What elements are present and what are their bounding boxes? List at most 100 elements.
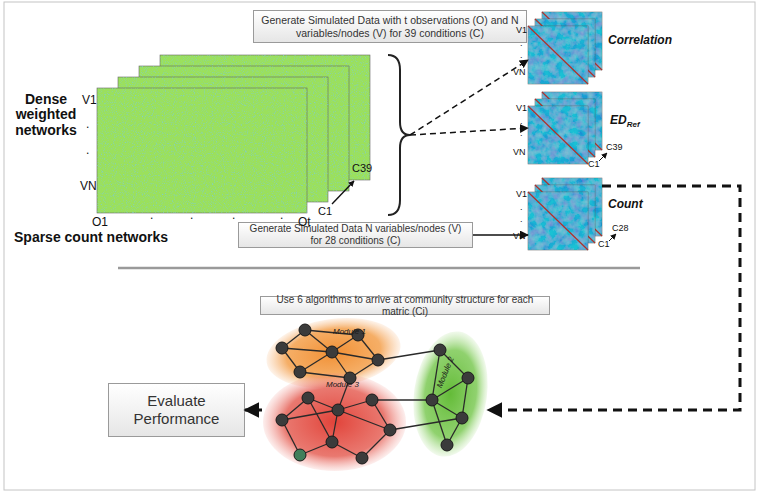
matrix-heading: Dense weighted networks (7, 92, 85, 138)
ellipsis-dot: . (190, 209, 193, 221)
condition-arrow (599, 153, 607, 161)
axis-label: V1 (516, 26, 527, 35)
graph-link (308, 398, 332, 442)
matrix-label: Dense weighted networks (15, 91, 76, 138)
matrix-label: Ref (627, 120, 640, 129)
graph-vertex (326, 346, 338, 358)
graph-link (350, 360, 378, 378)
graph-link (300, 442, 332, 455)
graph-link (390, 418, 462, 430)
graph-link (300, 372, 350, 378)
ellipsis-dot: . (520, 203, 523, 212)
graph-vertex (462, 372, 474, 384)
graph-link (338, 378, 350, 410)
graph-link (282, 398, 308, 420)
graph-vertex (434, 344, 446, 356)
matrix-label: ED (610, 113, 627, 127)
graph-link (432, 400, 462, 418)
graph-vertex (302, 392, 314, 404)
condition-arrow (332, 181, 354, 204)
ellipsis-dot: . (520, 129, 523, 138)
matrix-heading: Count (608, 198, 643, 211)
module-ellipse (263, 373, 406, 471)
process-box: Evaluate Performance (108, 383, 245, 437)
matrix-stack: Dense weighted networks (95, 55, 410, 215)
process-box: Generate Simulated Data N variables/node… (238, 222, 473, 248)
graph-vertex (366, 394, 378, 406)
ellipsis-dot: . (86, 144, 89, 156)
graph-link (372, 399, 432, 400)
axis-label: V1 (82, 94, 97, 106)
graph-vertex (426, 394, 438, 406)
matrix-diagonal (528, 192, 588, 250)
matrix-label: Correlation (608, 33, 672, 47)
graph-link (440, 350, 468, 378)
graph-link (305, 330, 358, 335)
box-text: Generate Simulated Data N variables/node… (243, 223, 468, 247)
graph-link (282, 410, 338, 420)
graph-link (332, 410, 338, 442)
graph-vertex (356, 452, 368, 464)
module-region: Module 2 (413, 330, 488, 458)
module-label-box: Module 3 (326, 380, 359, 389)
ellipsis-dot: . (520, 117, 523, 126)
module-region: Module 3 (262, 372, 407, 472)
graph-link (332, 352, 350, 378)
module-ellipse (262, 310, 405, 396)
axis-label: VN (513, 148, 526, 157)
heatmap-noise (528, 106, 588, 164)
graph-link (332, 442, 362, 458)
graph-vertex (372, 354, 384, 366)
graph-vertex (441, 439, 453, 451)
graph-link (332, 352, 378, 360)
graph-link (372, 400, 390, 430)
figure-frame (4, 2, 755, 490)
graph-link (282, 420, 300, 455)
axis-label: V1 (516, 104, 527, 113)
matrix-stack: Correlation (528, 12, 602, 84)
process-box: Use 6 algorithms to arrive at community … (260, 296, 550, 315)
graph-vertex (294, 449, 306, 461)
flow-arrow (245, 409, 262, 412)
module-label-box: Module 1 (333, 327, 366, 336)
graph-link (358, 335, 378, 360)
flow-arrow (410, 60, 528, 135)
graph-vertex (352, 329, 364, 341)
section-label: Sparse count networks (14, 230, 168, 244)
graph-link (282, 348, 332, 352)
graph-vertex (384, 424, 396, 436)
matrix-heading: Correlation (608, 34, 672, 47)
graph-vertex (456, 412, 468, 424)
box-text: Use 6 algorithms to arrive at community … (265, 294, 545, 318)
heatmap-noise (528, 26, 588, 84)
graph-vertex (276, 342, 288, 354)
graph-link (305, 330, 332, 352)
ellipsis-dot: . (232, 209, 235, 221)
axis-label: VN (80, 180, 97, 192)
condition-label: C1 (318, 206, 332, 217)
box-text: Generate Simulated Data with t observati… (258, 14, 522, 39)
box-text: Evaluate Performance (113, 392, 240, 428)
graph-vertex (332, 404, 344, 416)
graph-link (432, 350, 440, 400)
axis-label: V1 (516, 190, 527, 199)
condition-arrow (609, 234, 616, 241)
condition-label: C39 (606, 143, 623, 152)
graph-link (362, 430, 390, 458)
heatmap-noise (528, 192, 588, 250)
condition-label: C1 (588, 160, 600, 169)
flow-arrow (488, 186, 740, 410)
module-outline (413, 330, 488, 458)
data-matrix (97, 88, 307, 213)
matrix-heading: EDRef (610, 114, 640, 130)
graph-link (282, 330, 305, 348)
axis-label: VN (513, 232, 526, 241)
graph-vertex (299, 324, 311, 336)
flow-arrow (410, 128, 528, 135)
heatmap-matrix (528, 26, 588, 84)
